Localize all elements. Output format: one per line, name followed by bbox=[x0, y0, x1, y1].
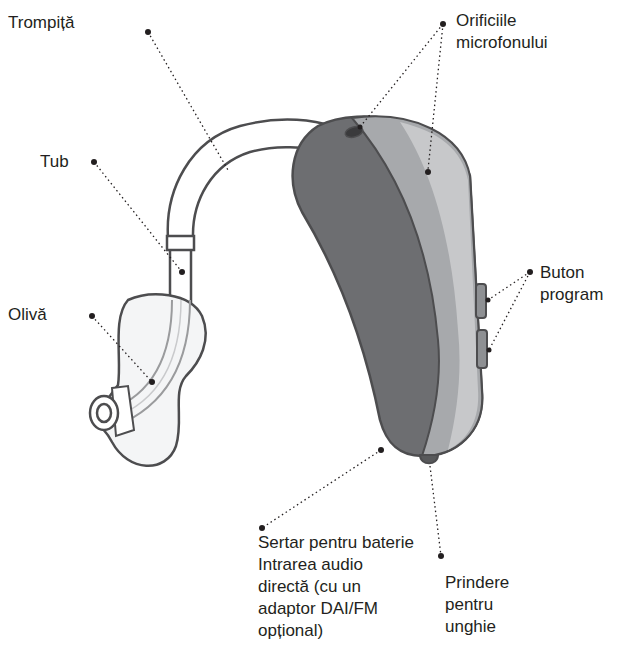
sound-outlet bbox=[90, 396, 118, 430]
earmold bbox=[92, 294, 206, 465]
program-button bbox=[476, 284, 486, 318]
part-label: Orificiile microfonului bbox=[456, 10, 596, 54]
leader-lines bbox=[92, 24, 530, 556]
part-label: Trompiță bbox=[8, 12, 128, 34]
microphone-port bbox=[344, 125, 364, 139]
part-label: Tub bbox=[40, 151, 90, 173]
sound-outlet-hole bbox=[97, 404, 111, 422]
part-label: Buton program bbox=[540, 262, 638, 306]
tube-joint bbox=[167, 236, 194, 250]
part-label: Sertar pentru baterie Intrarea audio dir… bbox=[258, 532, 418, 642]
device-highlight bbox=[400, 122, 478, 450]
device-body bbox=[293, 116, 483, 456]
leader-dots bbox=[89, 21, 533, 559]
device-side bbox=[352, 116, 482, 456]
nail-grip bbox=[420, 455, 438, 463]
program-button bbox=[477, 330, 487, 368]
part-label: Prindere pentru unghie bbox=[445, 572, 540, 638]
part-label: Olivă bbox=[8, 304, 88, 326]
